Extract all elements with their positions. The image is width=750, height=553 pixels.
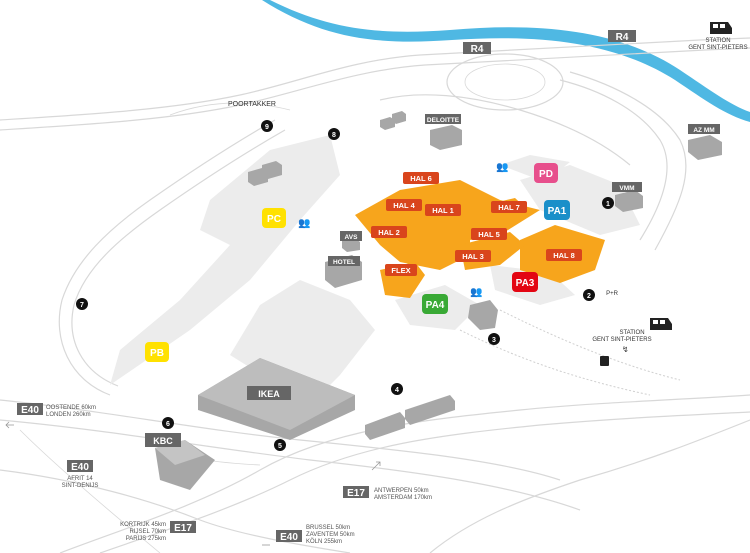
hall-5-label: HAL 5 <box>478 230 500 239</box>
hotel-label: HOTEL <box>333 259 355 266</box>
rail-building-1 <box>365 412 405 440</box>
small-building-3 <box>380 117 395 130</box>
e17-low-dest-2: RIJSEL 70km <box>130 529 166 535</box>
e40-low-dest-1: BRUSSEL 50km <box>306 525 350 531</box>
arrow-icon-e40-left <box>5 421 14 429</box>
vmm-building <box>615 190 643 212</box>
walk-zigzag: ↯ <box>622 345 629 354</box>
pedestrian-icon-2: 👥 <box>496 162 508 173</box>
az-mm-label: AZ MM <box>693 127 714 134</box>
parking-pc: PC <box>267 214 281 225</box>
small-building-4 <box>392 111 406 124</box>
station-top-line1: STATION <box>705 38 730 44</box>
hall-3-label: HAL 3 <box>462 252 484 261</box>
parking-pb: PB <box>150 348 164 359</box>
pedestrian-icons: 👥 👥 👥 <box>298 162 508 298</box>
small-building-2 <box>262 161 282 179</box>
vmm-label: VMM <box>619 185 634 192</box>
hall-8-label: HAL 8 <box>553 251 575 260</box>
parking-pa3: PA3 <box>516 278 535 289</box>
parking-pa4: PA4 <box>426 300 445 311</box>
parking-pd: PD <box>539 169 553 180</box>
e17-mid-dest-2: AMSTERDAM 170km <box>374 495 432 501</box>
e17-low-dest-3: PARIJS 275km <box>126 536 166 542</box>
entrance-7: 7 <box>80 302 84 309</box>
e17-low-dest-1: KORTRIJK 45km <box>120 522 166 528</box>
e17-mid-label: E17 <box>347 488 365 499</box>
poortakker-label: POORTAKKER <box>228 101 276 108</box>
lot-pb-pc <box>110 135 340 385</box>
road-sign-r4-right: R4 <box>608 30 636 43</box>
pedestrian-icon-3: 👥 <box>470 287 482 298</box>
highway-signs: E40 OOSTENDE 60km LONDEN 260km E40 AFRIT… <box>17 403 432 545</box>
ghent-expo-entrance-building <box>468 300 498 330</box>
hall-4-label: HAL 4 <box>393 201 415 210</box>
e40-mid-dest-2: SINT-DENIJS <box>62 483 99 489</box>
entrance-5: 5 <box>278 443 282 450</box>
station-top-line2: GENT SINT-PIETERS <box>688 45 747 51</box>
entrance-3: 3 <box>492 337 496 344</box>
hall-6-label: HAL 6 <box>410 174 432 183</box>
exit-arrows <box>5 421 381 546</box>
hall-1-label: HAL 1 <box>432 206 454 215</box>
arrow-icon-e17-mid <box>371 461 381 471</box>
building-tags: POORTAKKER DELOITTE AZ MM VMM AVS HOTEL … <box>145 101 720 447</box>
e40-mid-dest-1: AFRIT 14 <box>67 476 93 482</box>
entrance-1: 1 <box>606 201 610 208</box>
e40-mid-label: E40 <box>71 462 89 473</box>
entrance-4: 4 <box>395 387 399 394</box>
station-right-line1: STATION <box>619 330 644 336</box>
station-top: STATION GENT SINT-PIETERS <box>688 22 748 51</box>
entrance-markers: 1 2 3 4 5 6 7 8 9 <box>76 120 614 451</box>
entrance-9: 9 <box>265 124 269 131</box>
river <box>262 0 750 122</box>
hall-2-label: HAL 2 <box>378 228 400 237</box>
avs-label: AVS <box>345 234 359 241</box>
e17-low-label: E17 <box>174 523 192 534</box>
p-r-label: P+R <box>606 291 619 297</box>
road-network <box>0 37 750 553</box>
tram-icon <box>600 356 609 366</box>
r4-right-label: R4 <box>616 32 629 43</box>
pedestrian-icon-1: 👥 <box>298 218 310 229</box>
hall-7-label: HAL 7 <box>498 203 520 212</box>
station-right-line2: GENT SINT-PIETERS <box>592 337 651 343</box>
e17-mid-dest-1: ANTWERPEN 50km <box>374 488 429 494</box>
deloitte-building <box>430 125 462 150</box>
e40-left-dest-1: OOSTENDE 60km <box>46 405 96 411</box>
flex-label: FLEX <box>391 266 410 275</box>
entrance-6: 6 <box>166 421 170 428</box>
station-right: STATION GENT SINT-PIETERS ↯ <box>592 318 672 366</box>
e40-left-label: E40 <box>21 405 39 416</box>
r4-top-label: R4 <box>471 44 484 55</box>
az-mm-building <box>688 135 722 160</box>
kbc-label: KBC <box>153 436 173 446</box>
rail-building-2 <box>405 395 455 425</box>
e40-low-label: E40 <box>280 532 298 543</box>
e40-low-dest-2: ZAVENTEM 50km <box>306 532 355 538</box>
hall-tags: HAL 6 HAL 4 HAL 1 HAL 2 HAL 7 HAL 5 HAL … <box>371 172 582 276</box>
parking-badges: PA1 PA3 PA4 PB PC PD <box>145 163 570 362</box>
entrance-8: 8 <box>332 132 336 139</box>
ikea-label: IKEA <box>258 389 280 399</box>
e40-left-dest-2: LONDEN 260km <box>46 412 91 418</box>
hall-complex-main <box>355 180 540 270</box>
avs-building <box>342 238 360 252</box>
road-sign-r4-top: R4 <box>463 42 491 55</box>
deloitte-label: DELOITTE <box>427 117 460 124</box>
entrance-2: 2 <box>587 293 591 300</box>
parking-pa1: PA1 <box>548 206 567 217</box>
e40-low-dest-3: KÖLN 255km <box>306 538 342 545</box>
